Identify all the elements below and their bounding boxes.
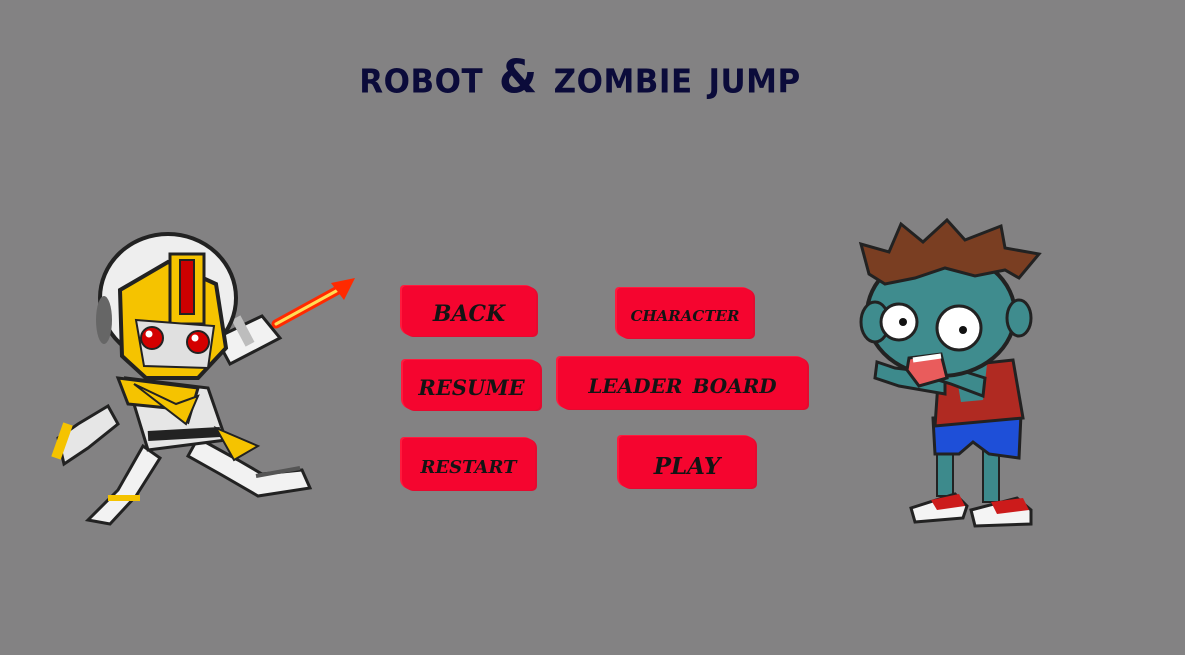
play-button[interactable]: Play (619, 436, 755, 488)
restart-button[interactable]: Restart (402, 438, 535, 490)
game-title: Robot & Zombie Jump (359, 50, 801, 105)
character-button[interactable]: Character (617, 288, 753, 338)
resume-button[interactable]: Resume (403, 360, 540, 410)
back-button[interactable]: Back (402, 286, 536, 336)
robot-character-icon (51, 232, 355, 526)
zombie-character-icon (858, 218, 1042, 528)
leader-board-button[interactable]: Leader Board (558, 357, 807, 409)
